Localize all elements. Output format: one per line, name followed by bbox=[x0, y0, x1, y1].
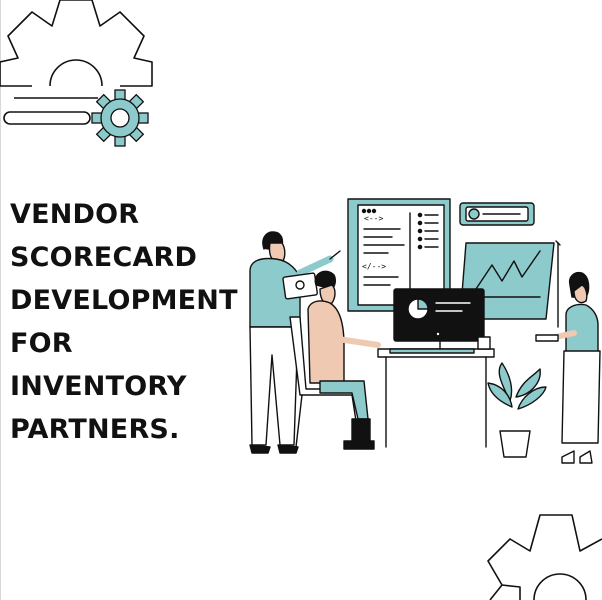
gear-decoration-top bbox=[0, 0, 153, 147]
page-title: VENDOR SCORECARD DEVELOPMENT FOR INVENTO… bbox=[10, 193, 250, 451]
title-line: DEVELOPMENT bbox=[10, 285, 238, 316]
check-badge-icon bbox=[459, 202, 535, 226]
standing-woman-figure bbox=[535, 271, 601, 464]
pie-chart-monitor-icon bbox=[389, 288, 491, 354]
team-analytics-illustration: <--> </--> bbox=[249, 198, 601, 464]
bottom-gear-icon bbox=[487, 514, 602, 600]
speed-line-2 bbox=[3, 111, 91, 125]
svg-text:<-->: <--> bbox=[364, 214, 383, 223]
title-line: PARTNERS. bbox=[10, 414, 180, 445]
title-line: VENDOR bbox=[10, 199, 140, 230]
potted-plant-icon bbox=[487, 362, 547, 458]
sitting-man-figure bbox=[289, 270, 381, 450]
left-border bbox=[0, 0, 1, 600]
gear-hole-arc bbox=[49, 59, 103, 87]
desk bbox=[377, 348, 495, 448]
large-gear-icon bbox=[0, 0, 153, 87]
svg-text:</-->: </--> bbox=[362, 262, 386, 271]
standing-man-figure bbox=[249, 231, 341, 454]
gear-decoration-bottom bbox=[487, 514, 602, 600]
title-line: FOR bbox=[10, 328, 73, 359]
title-line: INVENTORY bbox=[10, 371, 187, 402]
title-line: SCORECARD bbox=[10, 242, 198, 273]
bottom-gear-hole bbox=[533, 573, 587, 600]
small-gear-icon bbox=[91, 89, 149, 147]
